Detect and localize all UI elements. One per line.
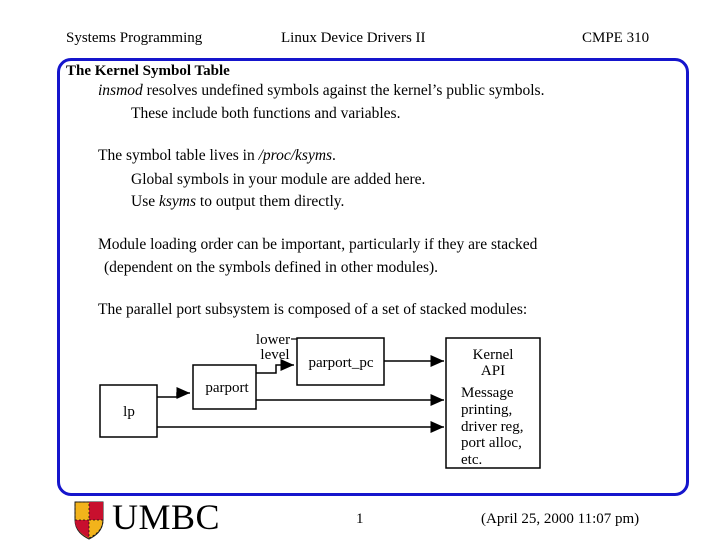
use-prefix: Use xyxy=(131,193,159,210)
slide-date: (April 25, 2000 11:07 pm) xyxy=(481,511,640,527)
page-number: 1 xyxy=(356,511,364,527)
insmod-description: resolves undefined symbols against the k… xyxy=(146,82,545,99)
header-lecture-title: Linux Device Drivers II xyxy=(281,30,426,46)
text-line-functions-variables: These include both functions and variabl… xyxy=(131,105,401,122)
text-line-global-symbols: Global symbols in your module are added … xyxy=(131,171,426,188)
text-line-symbol-table: The symbol table lives in /proc/ksyms. xyxy=(98,147,336,165)
text-line-loading-order: Module loading order can be important, p… xyxy=(98,236,538,253)
header-course-code: CMPE 310 xyxy=(582,30,650,46)
symbol-table-prefix: The symbol table lives in xyxy=(98,147,259,164)
header-course-title: Systems Programming xyxy=(66,30,203,46)
slide-frame xyxy=(57,58,689,496)
proc-ksyms-path: /proc/ksyms xyxy=(258,147,333,164)
text-line-parallel-port: The parallel port subsystem is composed … xyxy=(98,301,528,318)
use-suffix: to output them directly. xyxy=(196,193,345,210)
ksyms-term: ksyms xyxy=(158,193,197,210)
text-line-insmod: insmod resolves undefined symbols agains… xyxy=(98,82,544,100)
text-line-dependent: (dependent on the symbols defined in oth… xyxy=(104,259,439,276)
insmod-term: insmod xyxy=(98,82,143,99)
umbc-logo-text: UMBC xyxy=(112,497,221,537)
symbol-table-suffix: . xyxy=(332,147,336,164)
slide-heading: The Kernel Symbol Table xyxy=(66,63,230,79)
text-line-use-ksyms: Use ksyms to output them directly. xyxy=(131,193,344,211)
umbc-seal-icon xyxy=(74,501,104,540)
